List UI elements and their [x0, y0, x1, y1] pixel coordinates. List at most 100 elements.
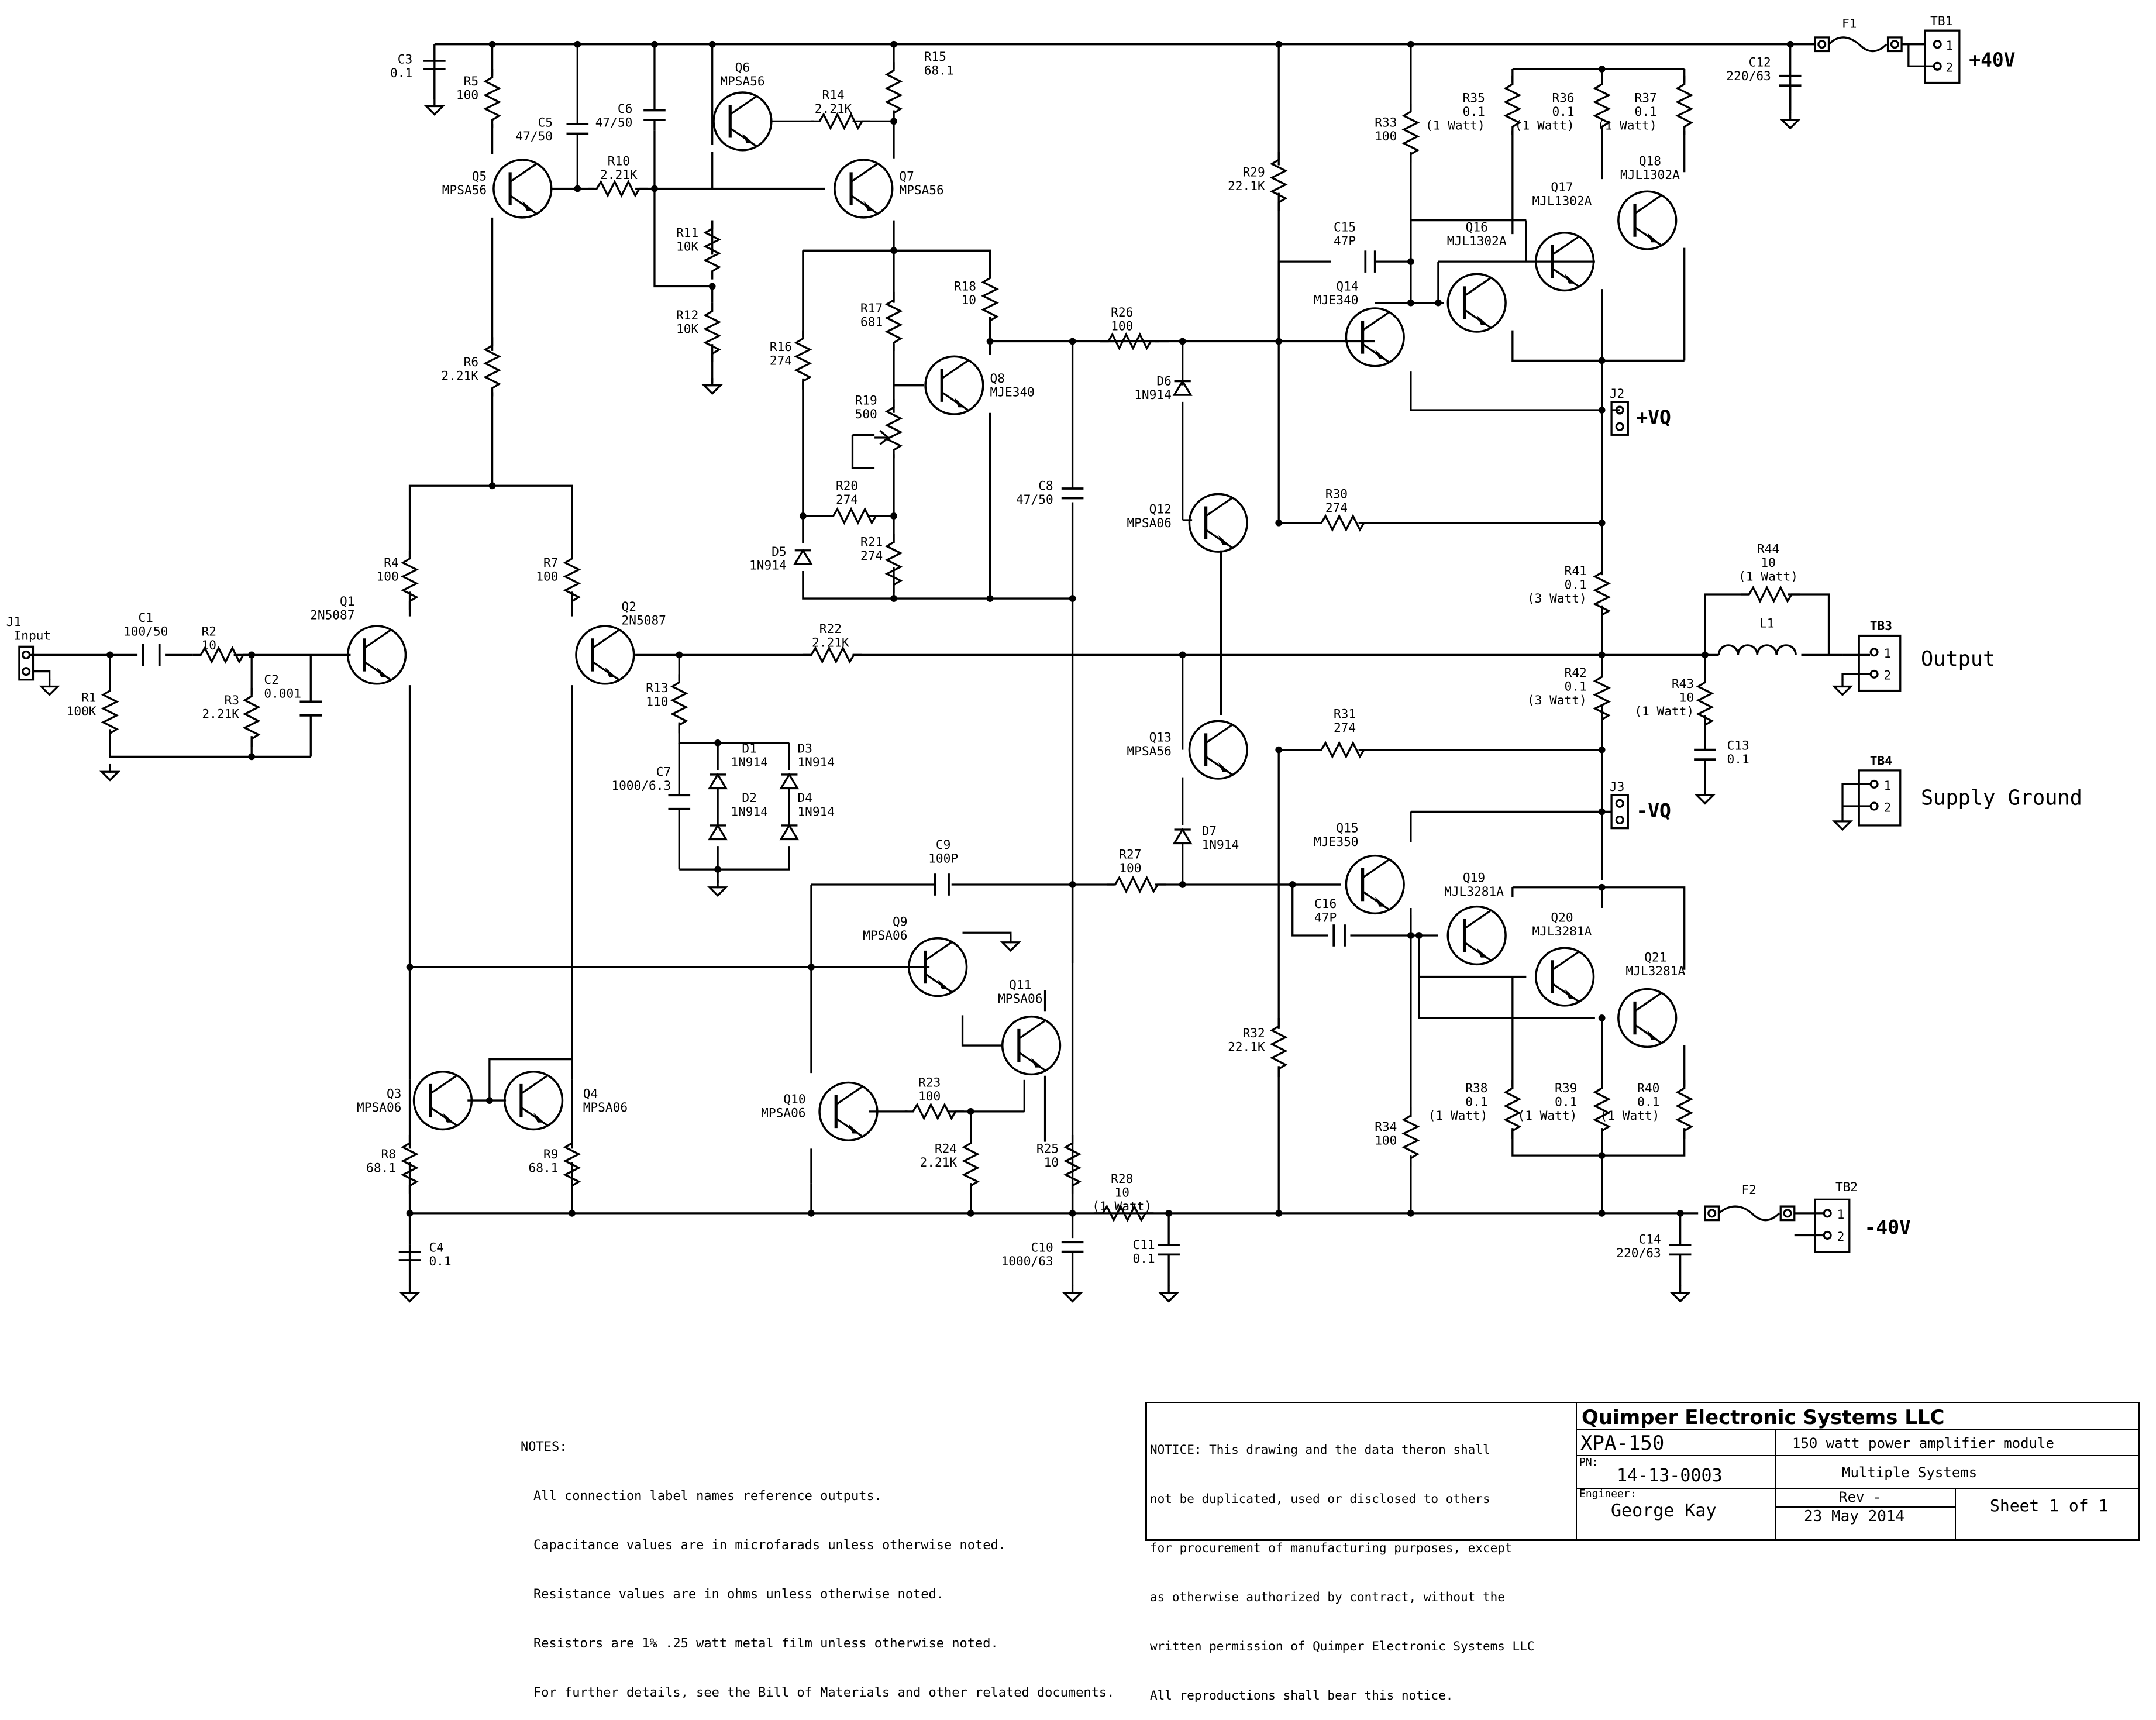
company-cell: Quimper Electronic Systems LLC — [1576, 1403, 2138, 1430]
q5-ref: Q5 — [472, 168, 487, 183]
junction-dots — [106, 40, 1794, 1217]
q3-part: MPSA06 — [357, 1100, 401, 1114]
engineer-cell: Engineer: George Kay — [1576, 1488, 1776, 1539]
c15-ref: C15 — [1334, 219, 1356, 234]
tb4-pin1: 1 — [1884, 778, 1892, 793]
r27-ref: R27 — [1119, 847, 1141, 861]
r39-rating: (1 Watt) — [1517, 1108, 1577, 1123]
r35-ref: R35 — [1463, 90, 1485, 105]
r7-value: 100 — [536, 569, 558, 583]
r9-ref: R9 — [543, 1147, 558, 1161]
r38-value: 0.1 — [1465, 1094, 1487, 1109]
q3-symbol — [414, 1072, 472, 1130]
r33-value: 100 — [1375, 129, 1397, 143]
capacitor-symbols — [142, 60, 1802, 1256]
q10-part: MPSA06 — [761, 1105, 805, 1120]
r14-value: 2.21K — [815, 101, 852, 116]
description: 150 watt power amplifier module — [1792, 1435, 2054, 1451]
tb2-pin2: 2 — [1837, 1229, 1845, 1244]
q6-ref: Q6 — [735, 60, 750, 75]
part-number: 14-13-0003 — [1617, 1466, 1723, 1486]
q18-part: MJL1302A — [1620, 167, 1680, 182]
c9-value: 100P — [928, 851, 958, 865]
r43-rating: (1 Watt) — [1634, 704, 1694, 718]
tb4-pin2: 2 — [1884, 800, 1892, 814]
r35-value: 0.1 — [1463, 104, 1485, 119]
c3-value: 0.1 — [390, 66, 412, 80]
c7-ref: C7 — [656, 764, 671, 779]
c5-value: 47/50 — [515, 129, 553, 143]
d4-ref: D4 — [797, 790, 812, 805]
q8-symbol — [925, 356, 983, 414]
sheet-cell: Sheet 1 of 1 — [1955, 1488, 2138, 1539]
notice-line: written permission of Quimper Electronic… — [1150, 1639, 1535, 1653]
r35-rating: (1 Watt) — [1425, 118, 1485, 132]
r37-rating: (1 Watt) — [1597, 118, 1657, 132]
r36-value: 0.1 — [1552, 104, 1574, 119]
q7-symbol — [835, 160, 893, 218]
c13-value: 0.1 — [1727, 752, 1749, 766]
r40-rating: (1 Watt) — [1600, 1108, 1660, 1123]
d4-part: 1N914 — [797, 804, 835, 818]
r19-value: 500 — [855, 407, 877, 421]
r5-ref: R5 — [464, 74, 478, 88]
r18-value: 10 — [962, 293, 976, 307]
c14-value: 220/63 — [1616, 1246, 1661, 1260]
c12-ref: C12 — [1749, 54, 1771, 69]
r38-ref: R38 — [1465, 1081, 1487, 1095]
q14-ref: Q14 — [1336, 278, 1358, 293]
r32-ref: R32 — [1243, 1026, 1265, 1040]
tb2-ref: TB2 — [1835, 1179, 1858, 1194]
d3-ref: D3 — [797, 741, 812, 755]
r1-value: 100K — [67, 704, 97, 718]
tb3-pin2: 2 — [1884, 668, 1892, 683]
q12-symbol — [1189, 494, 1247, 552]
r31-ref: R31 — [1334, 707, 1356, 721]
j3-name: -VQ — [1636, 799, 1671, 822]
q13-part: MPSA56 — [1127, 744, 1171, 758]
r2-value: 10 — [202, 638, 216, 652]
r15-value: 68.1 — [924, 63, 954, 77]
j1-name: Input — [14, 628, 51, 643]
q11-part: MPSA06 — [998, 991, 1042, 1006]
notice-line: not be duplicated, used or disclosed to … — [1150, 1492, 1490, 1506]
c4-ref: C4 — [429, 1240, 443, 1255]
c2-value: 0.001 — [264, 686, 301, 700]
r41-ref: R41 — [1565, 563, 1587, 578]
model-number: XPA-150 — [1580, 1432, 1665, 1455]
r18-ref: R18 — [954, 278, 976, 293]
r37-ref: R37 — [1634, 90, 1656, 105]
r30-ref: R30 — [1325, 486, 1348, 501]
r24-ref: R24 — [935, 1141, 957, 1155]
r34-ref: R34 — [1375, 1119, 1397, 1134]
rev-cell: Rev - — [1775, 1488, 1956, 1508]
r4-ref: R4 — [384, 555, 398, 570]
diode-labels: D11N914D21N914D31N914D41N914D51N914D61N9… — [731, 374, 1239, 852]
connector-symbols — [18, 29, 1961, 1253]
title-block: Quimper Electronic Systems LLC XPA-150 1… — [1145, 1402, 2140, 1541]
tb1-pin1: 1 — [1945, 38, 1953, 53]
r27-value: 100 — [1119, 861, 1141, 875]
q9-part: MPSA06 — [863, 928, 907, 942]
q9-ref: Q9 — [893, 914, 907, 929]
c10-value: 1000/63 — [1001, 1254, 1053, 1268]
j3-ref: J3 — [1610, 779, 1624, 794]
r19-ref: R19 — [855, 393, 877, 408]
q21-part: MJL3281A — [1625, 964, 1685, 978]
r26-ref: R26 — [1111, 305, 1133, 319]
resistor-labels: R1100KR210R32.21KR4100R5100R62.21KR7100R… — [67, 49, 1798, 1213]
r40-value: 0.1 — [1637, 1094, 1659, 1109]
q5-part: MPSA56 — [442, 183, 487, 197]
schematic-diagram: J1 Input J2 +VQ J3 -VQ TB1 1 2 +40V TB2 … — [6, 13, 2082, 1302]
r30-value: 274 — [1325, 500, 1348, 515]
notice-line: as otherwise authorized by contract, wit… — [1150, 1590, 1505, 1604]
c11-ref: C11 — [1132, 1237, 1155, 1252]
q21-ref: Q21 — [1644, 950, 1666, 965]
capacitor-labels: C1100/50C20.001C30.1C40.1C547/50C647/50C… — [123, 52, 1771, 1269]
tb4-ref: TB4 — [1870, 753, 1892, 768]
model-cell: XPA-150 — [1576, 1429, 1776, 1456]
r29-ref: R29 — [1243, 164, 1265, 179]
c15-value: 47P — [1334, 233, 1356, 248]
d2-part: 1N914 — [731, 804, 768, 818]
r16-ref: R16 — [770, 339, 792, 354]
